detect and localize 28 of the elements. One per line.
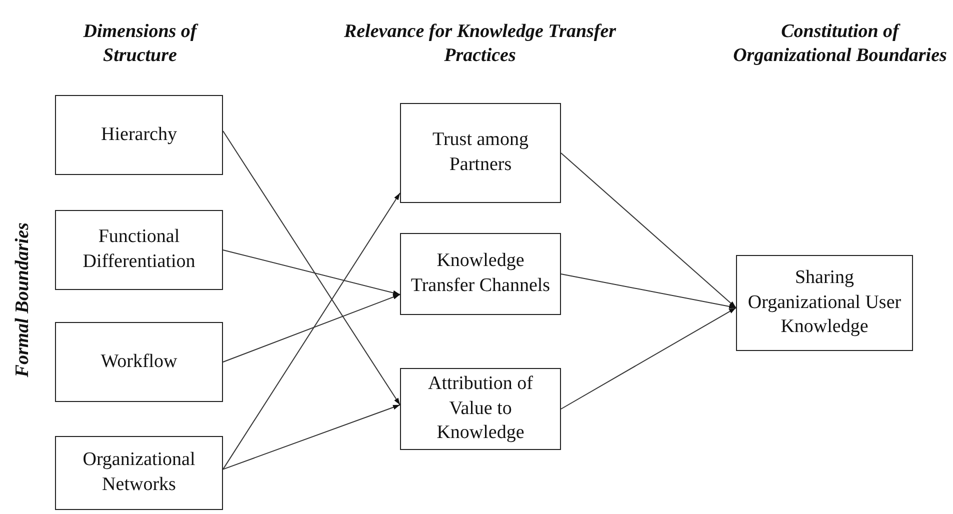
box-text: Hierarchy bbox=[101, 122, 177, 147]
column-heading: Relevance for Knowledge Transfer Practices bbox=[342, 20, 618, 68]
concept-box bbox=[400, 103, 561, 203]
column-heading: Constitution of Organizational Boundaries bbox=[732, 20, 948, 68]
arrow bbox=[222, 294, 400, 362]
arrow bbox=[222, 130, 400, 406]
arrow bbox=[560, 274, 736, 309]
arrow bbox=[222, 192, 400, 470]
concept-box bbox=[55, 322, 223, 402]
column-heading: Dimensions of Structure bbox=[82, 20, 200, 68]
concept-box bbox=[55, 95, 223, 175]
box-text: Workflow bbox=[100, 350, 178, 374]
box-text: Sharing Organizational User Knowledge bbox=[746, 266, 902, 340]
concept-box bbox=[55, 436, 223, 510]
concept-box bbox=[736, 255, 913, 351]
box-text: Functional Differentiation bbox=[82, 225, 196, 274]
side-label: Formal Boundaries bbox=[11, 222, 34, 380]
box-text: Knowledge Transfer Channels bbox=[410, 249, 552, 298]
arrow bbox=[222, 250, 400, 296]
box-text: Organizational Networks bbox=[82, 448, 196, 497]
box-text: Attribution of Value to Knowledge bbox=[426, 372, 534, 446]
arrow bbox=[222, 404, 400, 470]
box-text: Trust among Partners bbox=[432, 128, 530, 177]
concept-box bbox=[400, 368, 561, 450]
arrow bbox=[560, 152, 736, 308]
concept-box bbox=[400, 233, 561, 315]
concept-box bbox=[55, 210, 223, 290]
arrow bbox=[560, 307, 736, 410]
